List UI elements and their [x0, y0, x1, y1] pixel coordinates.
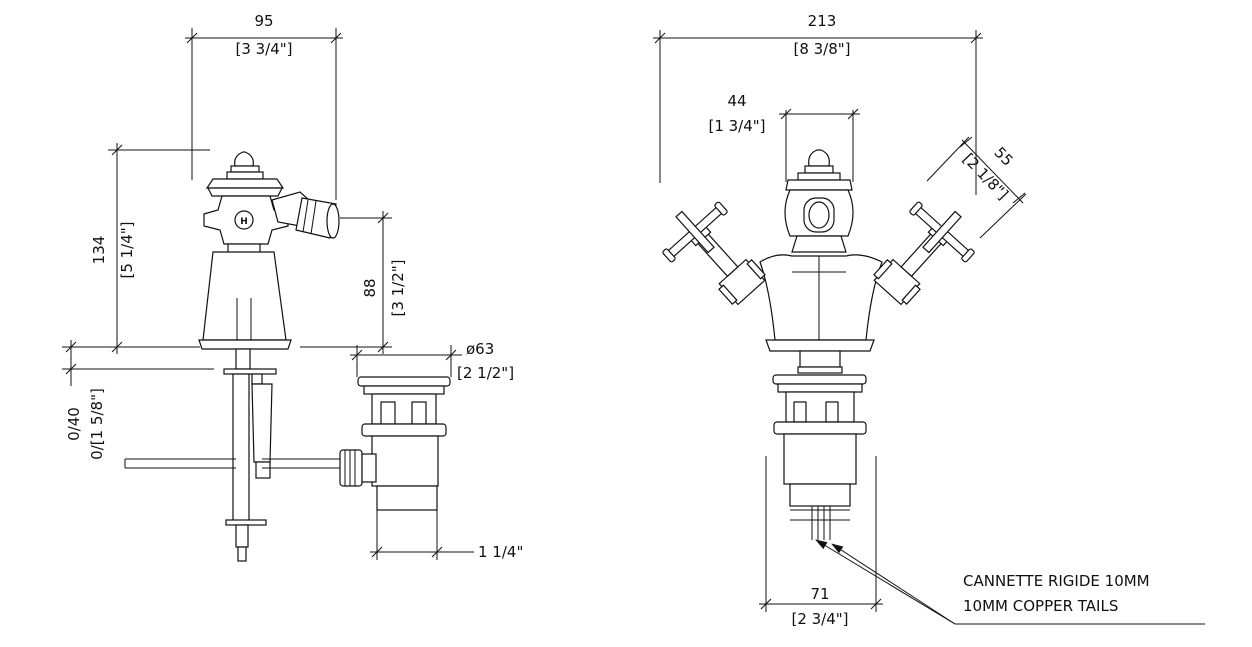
dim-handle-mm: 55 [990, 143, 1016, 169]
dim-tails: 71 [2 3/4"] [759, 456, 883, 628]
dim-deck: 0/40 0/[1 5/8"] [62, 340, 214, 460]
dim-front-width-in: [8 3/8"] [793, 40, 850, 58]
dim-side-width-mm: 95 [254, 12, 273, 30]
dim-front-width-mm: 213 [808, 12, 837, 30]
side-tap-body: H [198, 151, 340, 350]
dim-side-width: 95 [3 3/4"] [185, 12, 343, 200]
dim-front-width: 213 [8 3/8"] [653, 12, 983, 195]
dim-side-height-in: [5 1/4"] [118, 221, 136, 278]
dim-spout-height: 88 [3 1/2"] [300, 211, 407, 354]
dim-waste-dia: ø63 [2 1/2"] [350, 340, 514, 382]
dim-side-height: 134 [5 1/4"] [90, 143, 210, 354]
front-tap-body [662, 149, 975, 352]
note-cannette: CANNETTE RIGIDE 10MM [963, 572, 1150, 590]
front-underdeck [772, 350, 867, 540]
dim-spout-width: 44 [1 3/4"] [708, 92, 860, 182]
dim-waste-thread: 1 1/4" [370, 510, 523, 561]
side-view: 95 [3 3/4"] 134 [5 1/4"] 88 [3 1/2"] [62, 12, 523, 562]
dim-spout-height-in: [3 1/2"] [389, 259, 407, 316]
note-copper-tails: 10MM COPPER TAILS [963, 597, 1118, 615]
side-underdeck [124, 348, 340, 562]
dim-tails-mm: 71 [810, 585, 829, 603]
front-view: 213 [8 3/8"] 44 [1 3/4"] 55 [2 1/8"] [653, 12, 1205, 628]
dim-side-width-in: [3 3/4"] [235, 40, 292, 58]
hot-marker: H [240, 217, 248, 227]
dim-spout-width-in: [1 3/4"] [708, 117, 765, 135]
tails-leader [815, 539, 1205, 625]
dim-tails-in: [2 3/4"] [791, 610, 848, 628]
side-waste [339, 376, 451, 511]
dim-side-height-mm: 134 [90, 236, 108, 265]
dim-waste-dia-mm: ø63 [466, 340, 494, 358]
dim-deck-mm: 0/40 [65, 407, 83, 441]
dim-waste-thread-in: 1 1/4" [478, 543, 523, 561]
dim-spout-width-mm: 44 [727, 92, 746, 110]
dim-waste-dia-in: [2 1/2"] [457, 364, 514, 382]
dim-deck-in: 0/[1 5/8"] [88, 388, 106, 460]
dim-spout-height-mm: 88 [361, 278, 379, 297]
